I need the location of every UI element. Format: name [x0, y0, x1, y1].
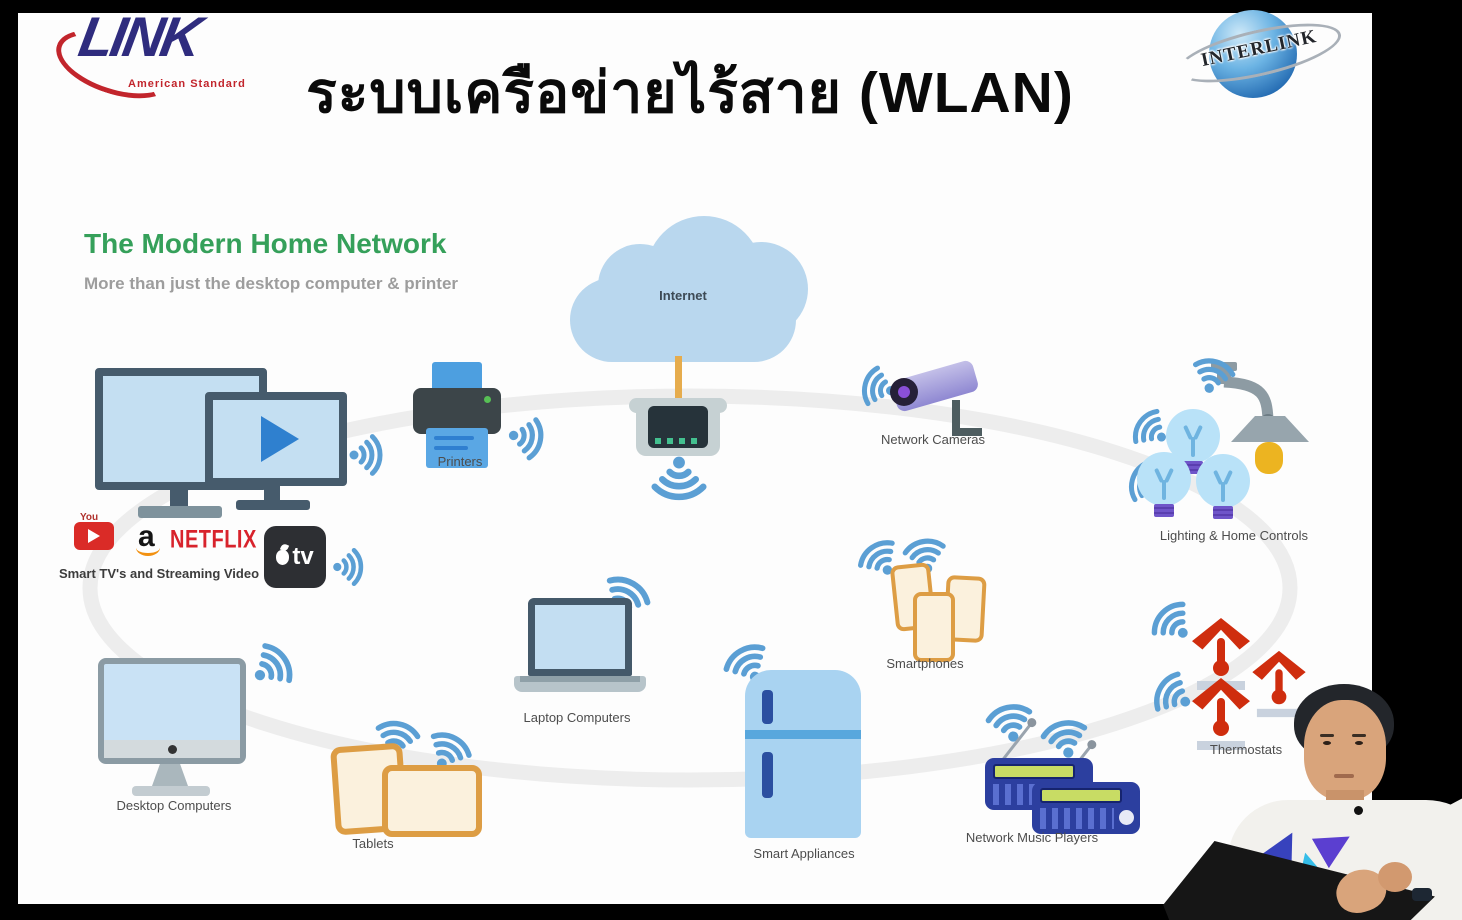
- netflix-logo: NETFLIX: [170, 526, 257, 554]
- thermostat-icon: [1252, 650, 1306, 718]
- wifi-icon: [1036, 709, 1094, 764]
- music-player-icon: [1032, 782, 1140, 834]
- internet-cloud-icon: Internet: [558, 214, 808, 364]
- thermostat-icon: [1192, 678, 1250, 750]
- wifi-icon: [347, 433, 389, 477]
- diagram-heading: The Modern Home Network: [84, 228, 447, 259]
- node-smart-tvs: You a NETFLIX tv Smart TV's and Streamin…: [48, 360, 383, 592]
- slide-title: ระบบเครือข่ายไร้สาย (WLAN): [306, 61, 1074, 125]
- node-label: Lighting & Home Controls: [1159, 528, 1309, 543]
- node-label: Network Cameras: [880, 432, 986, 447]
- smartphone-icon: [913, 592, 955, 662]
- laptop-icon: [528, 598, 632, 676]
- wifi-icon: [1141, 662, 1203, 726]
- node-label: Smart Appliances: [753, 846, 855, 861]
- node-label: Laptop Computers: [523, 710, 631, 725]
- node-music-players: Network Music Players: [940, 690, 1140, 855]
- node-network-cameras: Network Cameras: [850, 356, 1010, 456]
- wifi-icon: [240, 632, 306, 699]
- apple-tv-icon: tv: [264, 526, 326, 588]
- link-logo-text: LINK: [74, 5, 205, 68]
- node-smartphones: Smartphones: [850, 530, 1000, 680]
- node-label: Smart TV's and Streaming Video: [58, 566, 260, 581]
- internet-label: Internet: [659, 288, 707, 303]
- node-label: Tablets: [352, 836, 394, 851]
- wireless-router-icon: [629, 398, 727, 456]
- wifi-icon: [851, 360, 903, 413]
- youtube-icon-text: You: [80, 512, 99, 523]
- node-tablets: Tablets: [325, 710, 495, 860]
- tv-icon: [205, 392, 347, 486]
- internet-cable: [675, 356, 682, 402]
- smart-bulb-icon: [1137, 452, 1191, 522]
- wifi-icon: [1120, 399, 1180, 459]
- node-lighting: Lighting & Home Controls: [1120, 352, 1334, 552]
- node-label: Network Music Players: [965, 830, 1099, 845]
- wifi-icon: [1139, 589, 1204, 654]
- link-logo: LINK American Standard: [47, 4, 250, 112]
- amazon-icon: a: [138, 520, 155, 553]
- node-label: Printers: [437, 454, 483, 469]
- node-printers: Printers: [410, 358, 570, 478]
- smart-bulb-icon: [1196, 454, 1250, 524]
- lavalier-mic-icon: [1354, 806, 1363, 815]
- amazon-smile-icon: [136, 546, 160, 556]
- node-label: Desktop Computers: [116, 798, 232, 813]
- wifi-icon: [502, 412, 553, 465]
- node-desktops: Desktop Computers: [90, 640, 300, 825]
- wifi-icon: [650, 454, 708, 508]
- youtube-icon: [74, 522, 114, 550]
- tablet-icon: [382, 765, 482, 837]
- diagram-subheading: More than just the desktop computer & pr…: [84, 274, 459, 293]
- desktop-computer-icon: [98, 658, 246, 764]
- wifi-icon: [331, 547, 369, 587]
- presenter-hand: [1378, 862, 1412, 892]
- node-label: Smartphones: [886, 656, 964, 671]
- node-thermostats: Thermostats: [1140, 590, 1320, 770]
- node-laptops: Laptop Computers: [505, 570, 665, 730]
- presenter-video-overlay: [1140, 630, 1462, 920]
- globe-icon: [1209, 10, 1297, 98]
- play-icon: [261, 416, 299, 462]
- node-label: Thermostats: [1209, 742, 1283, 757]
- wifi-icon: [417, 719, 480, 780]
- link-logo-tagline: American Standard: [128, 78, 246, 90]
- interlink-logo: INTERLINK: [1165, 2, 1365, 107]
- presenter-face: [1304, 700, 1386, 800]
- wrist-watch-icon: [1412, 888, 1432, 901]
- wifi-icon: [1185, 347, 1241, 401]
- wifi-icon: [848, 527, 911, 589]
- apple-icon: [276, 549, 290, 565]
- node-smart-appliances: Smart Appliances: [715, 635, 885, 865]
